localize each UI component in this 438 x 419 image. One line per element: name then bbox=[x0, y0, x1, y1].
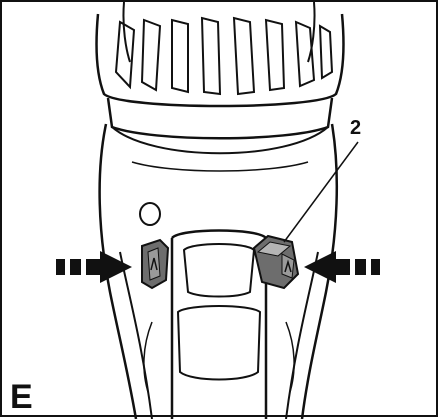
led-hole bbox=[140, 203, 160, 225]
chuck-ribs bbox=[116, 18, 332, 94]
collar bbox=[108, 98, 332, 138]
figure-letter: E bbox=[10, 380, 33, 414]
callout-number: 2 bbox=[350, 118, 361, 138]
right-selector-button bbox=[254, 236, 298, 288]
trigger-channel-outer bbox=[172, 231, 266, 419]
trigger-channel-inner bbox=[184, 244, 254, 297]
chuck-top-edge bbox=[123, 2, 130, 62]
callout-leader-line bbox=[284, 142, 358, 242]
right-push-arrow bbox=[304, 251, 380, 283]
left-selector-button bbox=[142, 240, 168, 288]
